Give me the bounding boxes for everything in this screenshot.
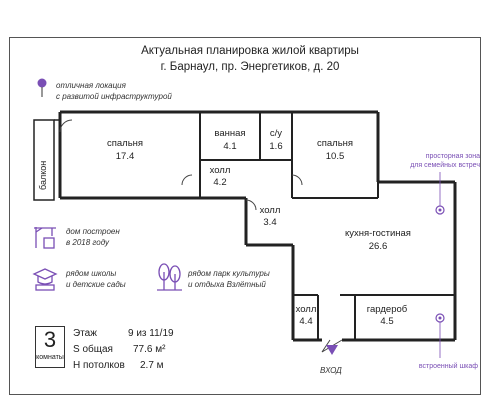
location-note-line1: отличная локация (56, 81, 126, 90)
ceiling-label: Н потолков (73, 360, 125, 371)
rooms-count-box: 3 комнаты (35, 326, 65, 368)
park-note-line1: рядом парк культуры (188, 269, 270, 278)
park-note-line2: и отдыха Взлётный (188, 280, 266, 289)
entry-label: ВХОД (320, 366, 342, 375)
school-icon (32, 268, 58, 291)
park-icon (157, 263, 182, 291)
bedroom2-name: спальня (316, 138, 354, 149)
built-note-line2: в 2018 году (66, 238, 110, 247)
wc-name: с/у (269, 128, 283, 139)
closet-callout: встроенный шкаф (418, 363, 478, 370)
location-pin-icon (37, 78, 47, 97)
kitchen-area: 26.6 (368, 241, 388, 252)
kitchen-name: кухня-гостиная (345, 228, 411, 239)
floor-value: 9 из 11/19 (128, 328, 174, 339)
rooms-label: комнаты (36, 354, 64, 361)
area-label: S общая (73, 344, 113, 355)
floor-label: Этаж (73, 328, 97, 339)
family-zone-line2: для семейных встреч (410, 162, 480, 169)
hall2-name: холл (259, 205, 281, 216)
family-zone-line1: просторная зона (425, 153, 480, 160)
wc-area: 1.6 (269, 141, 283, 152)
wardrobe-name: гардероб (366, 304, 408, 315)
balcony-label: балкон (38, 160, 48, 190)
location-note-line2: с развитой инфраструктурой (56, 92, 172, 101)
hall3-area: 4.4 (299, 316, 313, 327)
plan-title: Актуальная планировка жилой квартиры (141, 45, 359, 57)
hall1-name: холл (209, 165, 231, 176)
bedroom1-name: спальня (106, 138, 144, 149)
outer-frame (9, 37, 481, 395)
ceiling-value: 2.7 м (140, 360, 164, 371)
hall3-name: холл (295, 304, 317, 315)
crane-icon (34, 227, 56, 249)
hall1-area: 4.2 (213, 177, 227, 188)
bedroom2-area: 10.5 (325, 151, 345, 162)
built-note-line1: дом построен (66, 227, 120, 236)
plan-address: г. Барнаул, пр. Энергетиков, д. 20 (160, 61, 340, 73)
area-value: 77.6 м² (133, 344, 166, 355)
bath-name: ванная (214, 128, 246, 139)
hall2-area: 3.4 (263, 217, 277, 228)
rooms-count: 3 (43, 327, 57, 352)
bedroom1-area: 17.4 (115, 151, 135, 162)
school-note-line2: и детские сады (66, 280, 126, 289)
school-note-line1: рядом школы (66, 269, 117, 278)
wardrobe-area: 4.5 (380, 316, 394, 327)
bath-area: 4.1 (223, 141, 237, 152)
